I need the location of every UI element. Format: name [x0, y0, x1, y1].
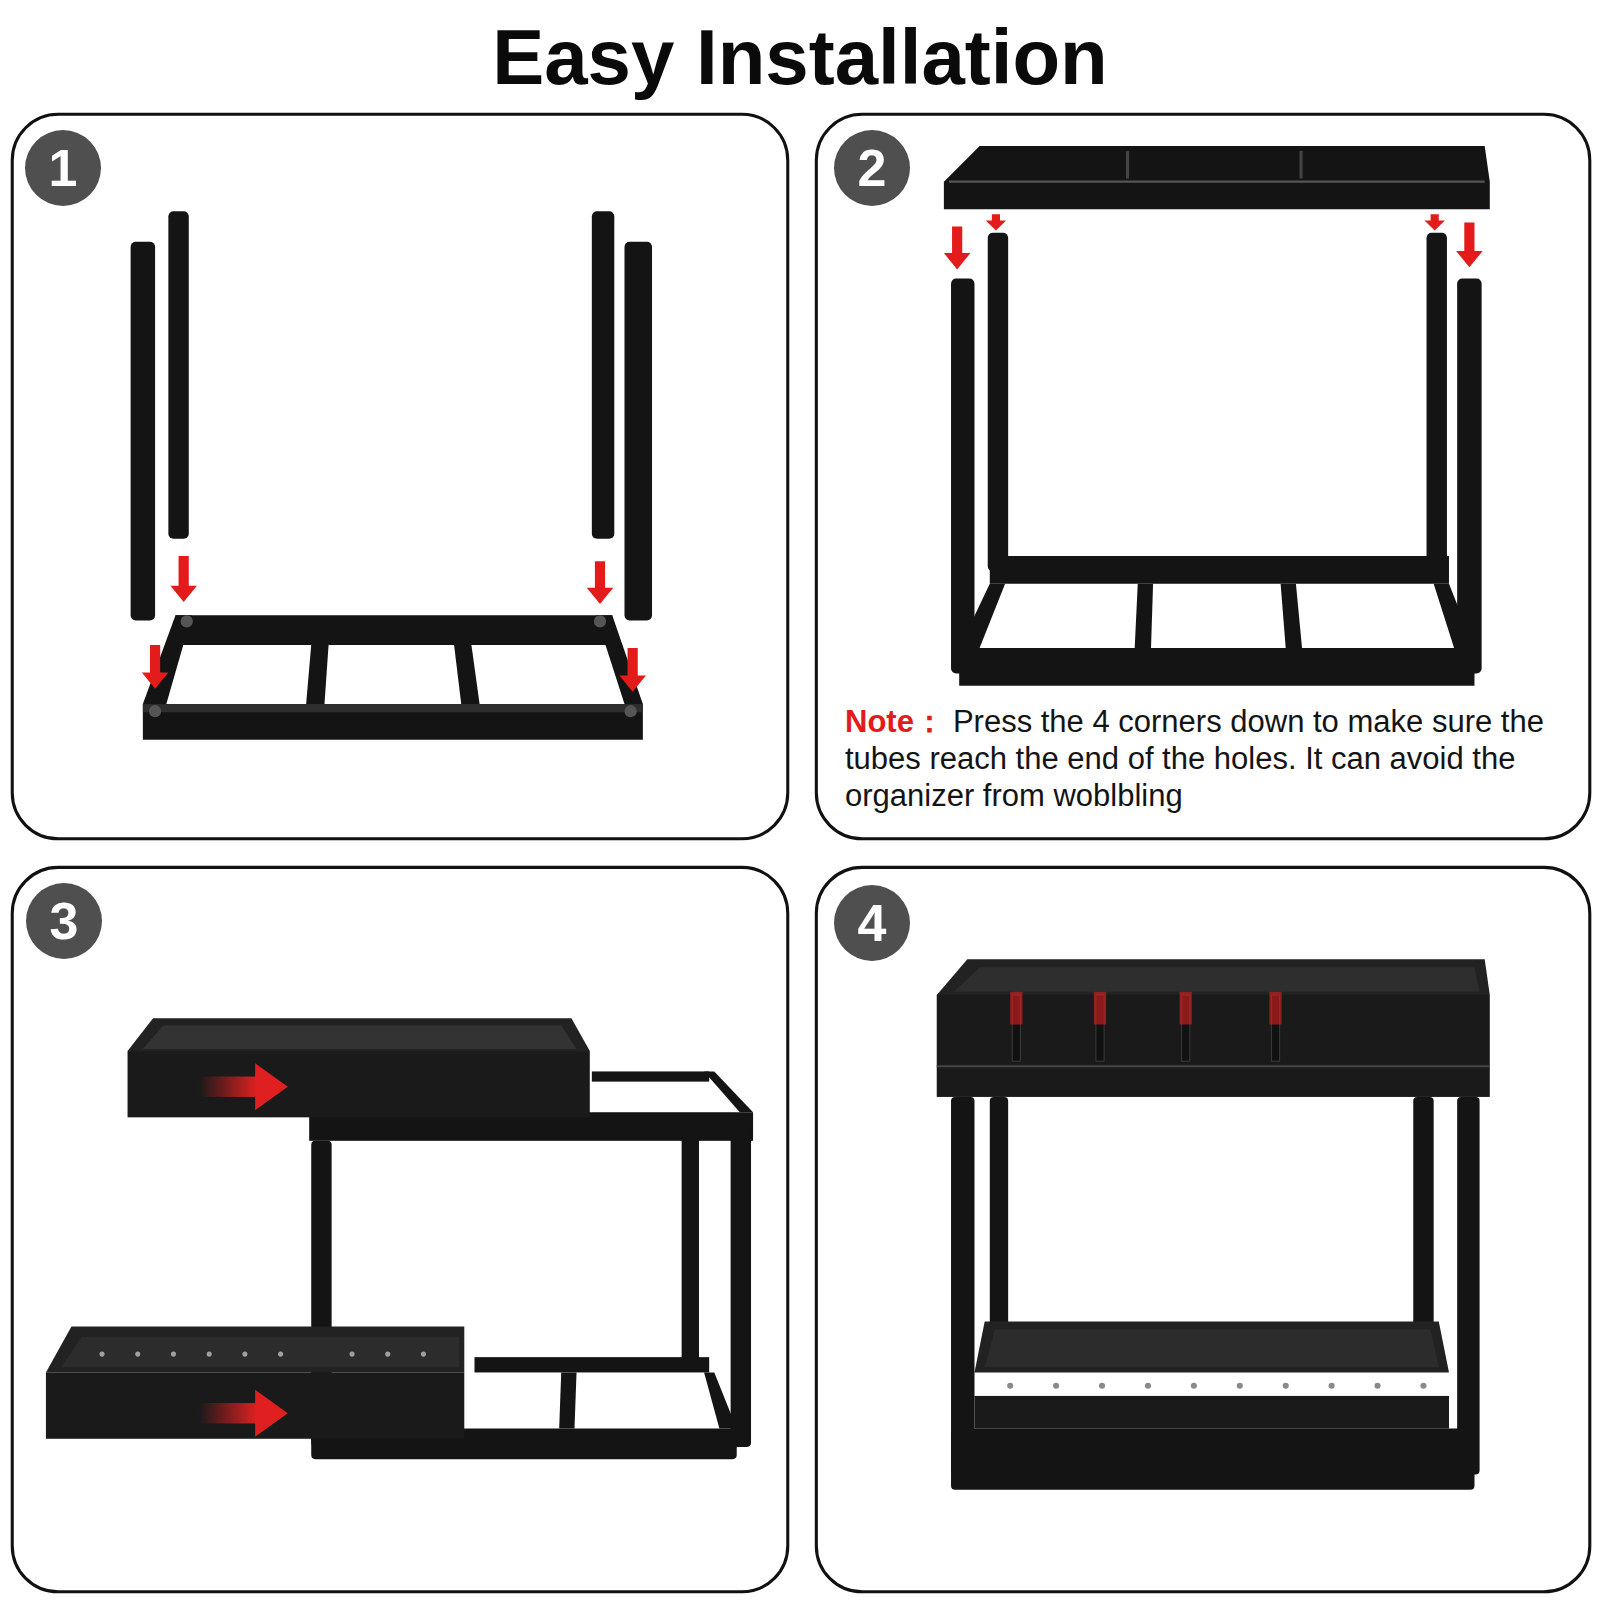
callout-number: 1 [49, 138, 78, 198]
title: Easy Installation [0, 12, 1600, 102]
step-number-circle: 3 [26, 883, 102, 959]
note-heading: Note： [845, 704, 945, 739]
callout-number: 4 [858, 893, 887, 953]
step-number-circle: 2 [834, 130, 910, 206]
callout-number: 3 [50, 891, 79, 951]
step-number-circle: 1 [25, 130, 101, 206]
note-text: Press the 4 corners down to make sure th… [845, 704, 1544, 813]
note: Note：Press the 4 corners down to make su… [845, 703, 1570, 814]
step-number-circle: 4 [834, 885, 910, 961]
callout-number: 2 [858, 138, 887, 198]
